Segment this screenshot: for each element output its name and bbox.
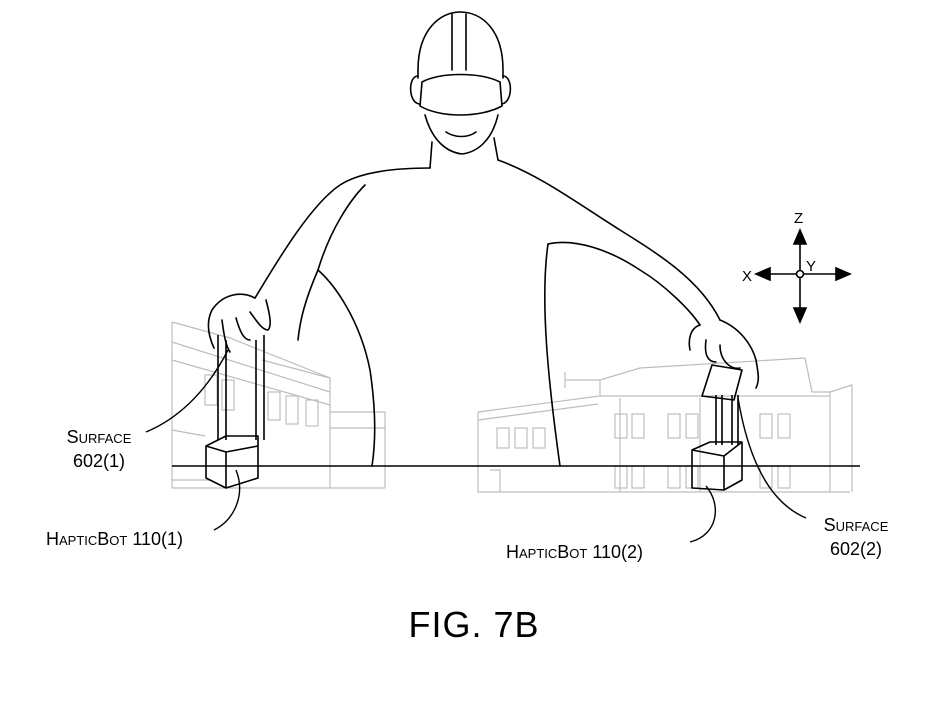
user-figure	[207, 11, 760, 467]
axis-label-y: Y	[806, 258, 817, 275]
axis-origin-icon	[795, 269, 805, 279]
arrow-up-icon	[792, 227, 808, 245]
surface-2-plate	[701, 364, 743, 401]
background-buildings	[171, 321, 853, 493]
arrow-left-icon	[753, 266, 771, 282]
leader-surface-2	[737, 397, 807, 519]
label-surface-2: Surface 602(2)	[806, 516, 906, 558]
axis-label-z: Z	[794, 210, 804, 227]
axis-label-x: X	[742, 268, 753, 285]
hapticbot-1-cube	[205, 435, 259, 489]
head-outline	[417, 11, 504, 79]
leader-hapticbot-2	[689, 485, 717, 543]
vr-headset	[419, 73, 503, 116]
right-hand	[688, 319, 760, 389]
hapticbot-1-device	[205, 335, 265, 489]
label-hapticbot-1: HapticBot 110(1)	[46, 529, 184, 549]
label-hapticbot-2: HapticBot 110(2)	[506, 542, 644, 562]
left-hand	[207, 293, 271, 353]
leader-hapticbot-1	[213, 469, 241, 531]
arrow-down-icon	[792, 307, 808, 325]
hapticbot-2-cube	[691, 441, 743, 491]
arrow-right-icon	[835, 266, 853, 282]
leader-lines	[145, 349, 807, 543]
axis-indicator	[753, 227, 853, 325]
leader-surface-1	[145, 349, 229, 433]
label-surface-2-word: Surface	[823, 515, 889, 535]
label-surface-1-number: 602(1)	[72, 451, 126, 471]
label-surface-1: Surface 602(1)	[50, 428, 148, 470]
hapticbot-2-device	[691, 364, 743, 491]
label-surface-1-word: Surface	[66, 427, 132, 447]
label-surface-2-number: 602(2)	[829, 539, 883, 559]
figure-caption: FIG. 7B	[408, 604, 540, 645]
